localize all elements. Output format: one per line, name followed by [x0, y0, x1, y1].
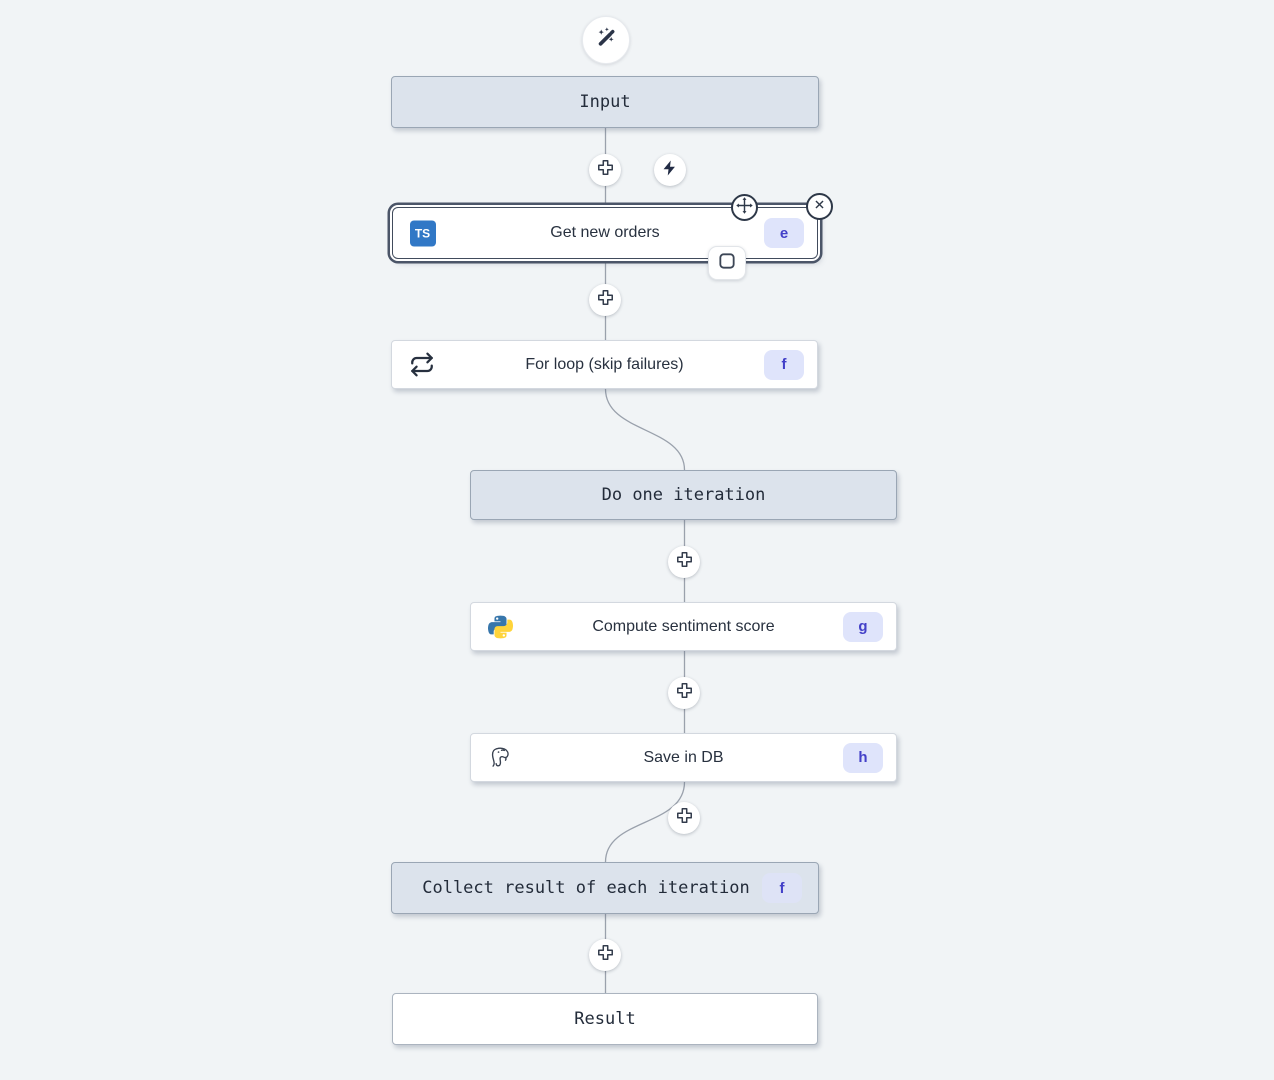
move-icon [735, 196, 754, 220]
close-icon [811, 196, 828, 218]
plus-icon [596, 943, 615, 967]
node-collect-result[interactable]: Collect result of each iteration f [391, 862, 819, 914]
magic-wand-sparkles-icon [593, 25, 619, 56]
node-input-label: Input [579, 92, 631, 112]
close-node-button[interactable] [806, 193, 833, 220]
move-node-button[interactable] [731, 194, 758, 221]
insert-step-button[interactable] [589, 154, 621, 186]
node-result-label: Result [574, 1009, 636, 1029]
connector-for-loop-to-iteration [604, 388, 686, 471]
ai-flow-button[interactable] [582, 16, 630, 64]
insert-step-button[interactable] [668, 677, 700, 709]
insert-step-button[interactable] [589, 284, 621, 316]
plus-icon [596, 288, 615, 312]
node-get-new-orders[interactable]: TS Get new orders e [392, 207, 818, 259]
node-save-in-db-label: Save in DB [643, 748, 724, 766]
node-result[interactable]: Result [392, 993, 818, 1045]
plus-icon [675, 806, 694, 830]
step-id-badge: f [764, 349, 804, 380]
node-compute-sentiment-score-label: Compute sentiment score [592, 617, 775, 635]
node-do-one-iteration[interactable]: Do one iteration [470, 470, 897, 520]
plus-icon [596, 158, 615, 182]
postgresql-icon [487, 744, 514, 771]
step-id-badge: g [843, 611, 883, 642]
python-icon [487, 613, 514, 640]
step-id-badge: f [762, 873, 802, 903]
trigger-button[interactable] [654, 154, 686, 186]
plus-icon [675, 550, 694, 574]
typescript-icon: TS [409, 220, 436, 247]
insert-step-button[interactable] [589, 939, 621, 971]
node-compute-sentiment-score[interactable]: Compute sentiment score g [470, 602, 897, 651]
plus-icon [675, 681, 694, 705]
node-do-one-iteration-label: Do one iteration [601, 485, 766, 505]
step-id-badge: h [843, 742, 883, 773]
node-save-in-db[interactable]: Save in DB h [470, 733, 897, 782]
lightning-bolt-icon [661, 159, 679, 182]
node-square-button[interactable] [708, 246, 746, 280]
node-collect-result-label: Collect result of each iteration [422, 878, 750, 898]
node-for-loop[interactable]: For loop (skip failures) f [391, 340, 818, 389]
insert-step-button[interactable] [668, 802, 700, 834]
insert-step-button[interactable] [668, 546, 700, 578]
repeat-loop-icon [408, 351, 435, 378]
step-id-badge: e [764, 218, 804, 248]
node-get-new-orders-label: Get new orders [550, 224, 660, 241]
connector-save-to-collect [604, 781, 686, 863]
square-outline-icon [717, 251, 737, 276]
typescript-icon-text: TS [409, 220, 436, 246]
node-for-loop-label: For loop (skip failures) [525, 355, 684, 373]
node-input[interactable]: Input [391, 76, 819, 128]
